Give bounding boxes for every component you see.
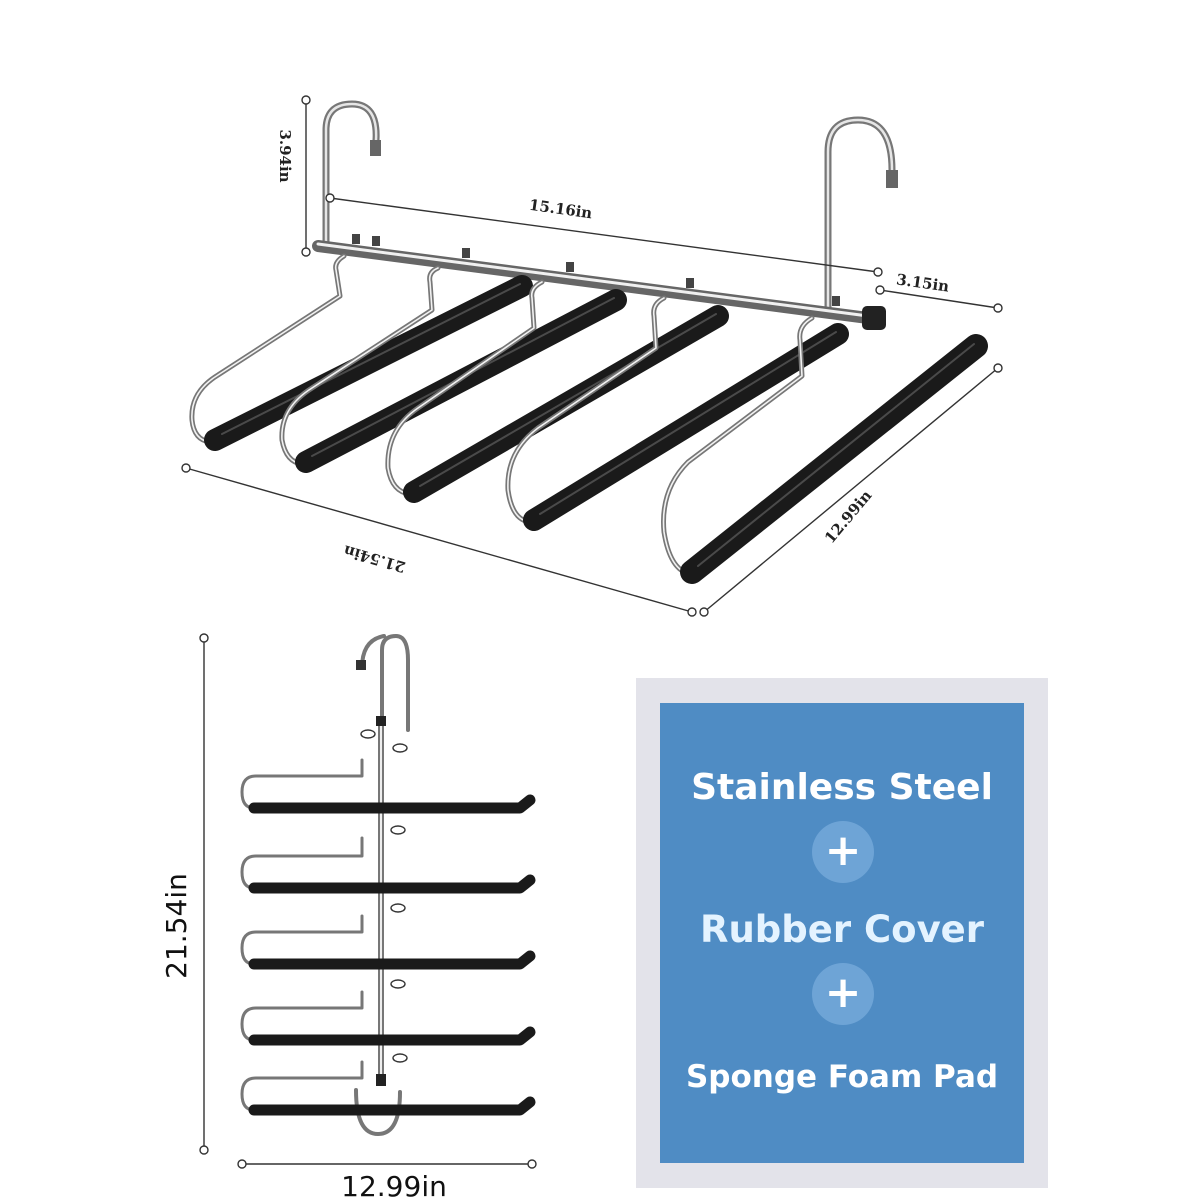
foam-bar [204,275,533,451]
side-height-label: 21.54in [160,873,193,979]
side-tier-wire [240,836,364,890]
hook-cap [886,170,898,188]
hook-height-label: 3.94in [276,129,294,182]
side-foam [248,950,536,970]
side-tier-wire [240,758,364,810]
main-bar-shine [316,242,870,318]
bar-end-cap [862,306,886,330]
material-rubber-cover: Rubber Cover [699,908,985,951]
main-bar [312,240,874,324]
side-foam [248,874,536,894]
dimension-lines [181,95,1003,617]
side-tier-wire [240,914,364,966]
bar-tabs [352,234,840,306]
foam-bar [403,305,729,503]
hook-cap [370,140,381,156]
bar-gap-label: 3.15in [895,270,950,295]
foam-bar [680,334,988,584]
side-dimension-lines [199,633,537,1169]
side-foam [248,794,536,814]
depth-label: 12.99in [821,487,876,547]
side-tier-wire [240,990,364,1042]
left-hook-shine [324,102,378,250]
left-hook [322,100,380,252]
materials-panel: Stainless Steel + Rubber Cover + Sponge … [660,703,1024,1163]
side-view-hanger [240,634,536,1136]
material-sponge-foam-pad: Sponge Foam Pad [685,1059,999,1095]
side-width-label: 12.99in [341,1170,447,1200]
side-foam [248,1026,536,1046]
side-hook [380,634,410,732]
material-stainless-steel: Stainless Steel [691,767,993,808]
right-hook [824,116,896,314]
plus-icon: + [812,963,874,1025]
side-tier-wire [240,1060,364,1112]
perspective-hanger [189,100,988,584]
right-hook-shine [826,118,894,312]
plus-icon: + [812,821,874,883]
total-width-label: 21.54in [341,541,407,576]
side-foam [248,1096,536,1116]
bar-length-label: 15.16in [528,196,594,223]
foam-bar [523,323,849,531]
